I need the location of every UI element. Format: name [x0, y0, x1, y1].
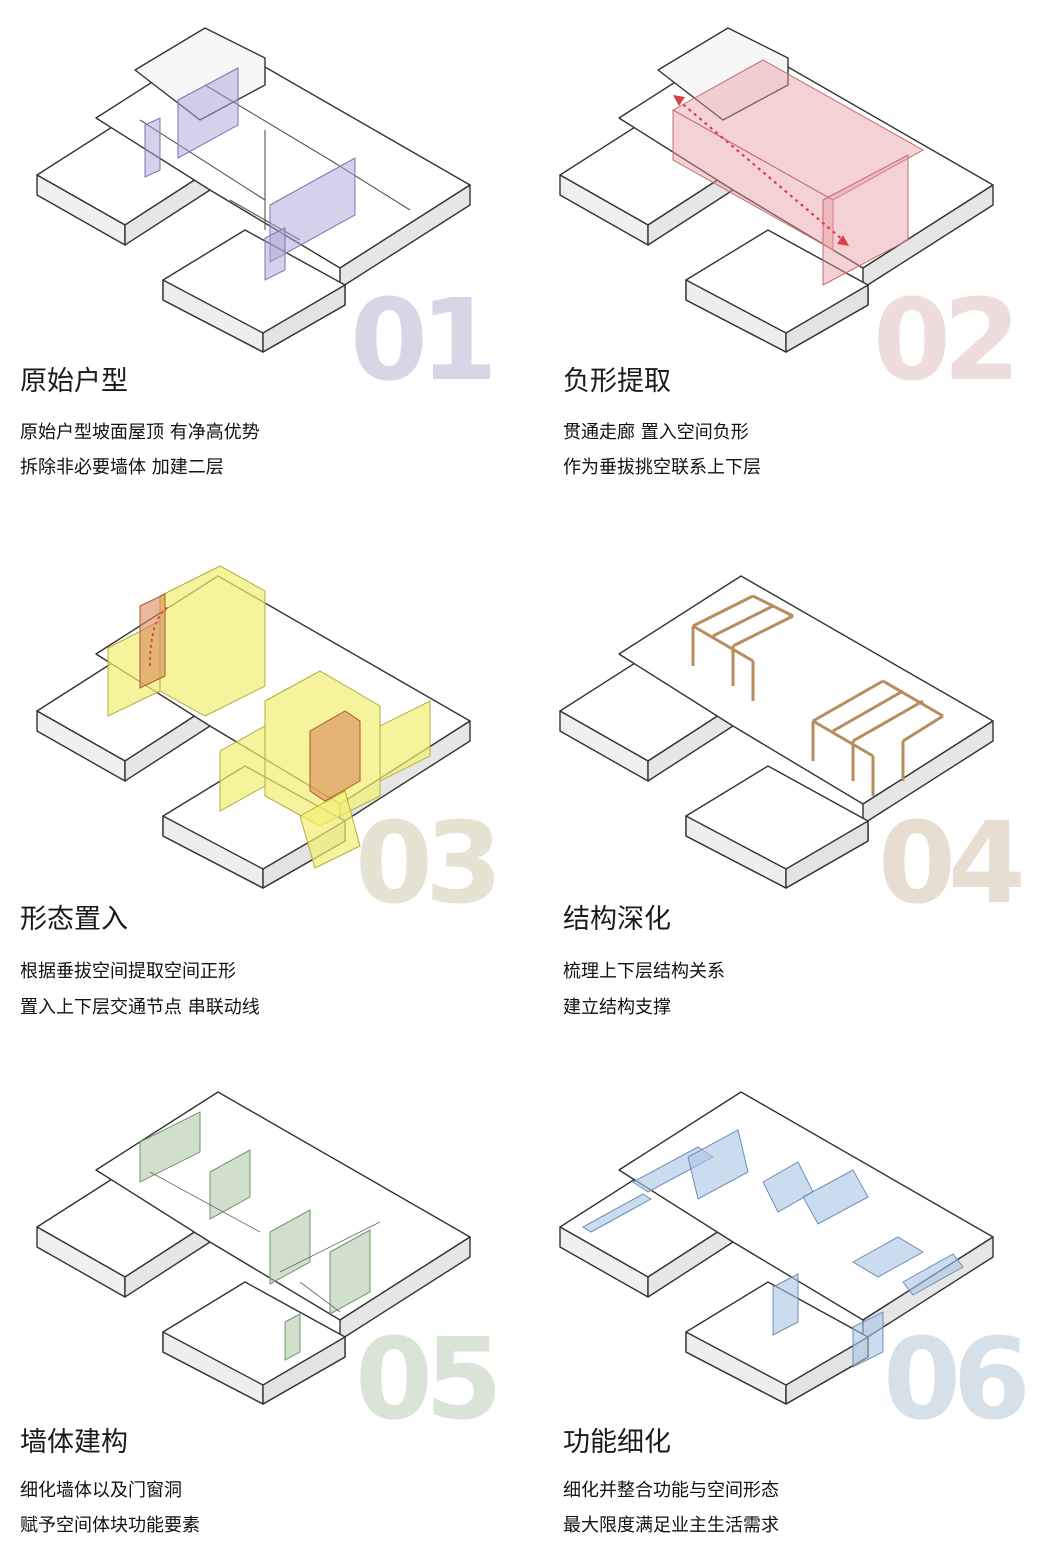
model-shell — [559, 27, 994, 353]
step-panel-02: 02 负形提取 贯通走廊 置入空间负形 作为垂拔挑空联系上下层 — [523, 0, 1045, 516]
step-panel-01: 01 原始户型 原始户型坡面屋顶 有净高优势 拆除非必要墙体 加建二层 — [0, 0, 522, 516]
step-title: 形态置入 — [20, 904, 128, 935]
step-panel-03: 03 形态置入 根据垂拔空间提取空间正形 置入上下层交通节点 串联动线 — [0, 516, 522, 1032]
step-number: 05 — [355, 1315, 503, 1445]
wall-openings — [139, 1111, 371, 1361]
step-description-line-1: 细化墙体以及门窗洞 — [20, 1480, 182, 1501]
step-description-line-2: 最大限度满足业主生活需求 — [563, 1515, 779, 1536]
step-panel-04: 04 结构深化 梳理上下层结构关系 建立结构支撑 — [523, 516, 1045, 1032]
structural-frames — [691, 594, 944, 796]
step-number: 06 — [883, 1315, 1031, 1445]
axonometric-model — [559, 27, 994, 353]
step-description-line-2: 建立结构支撑 — [563, 997, 671, 1018]
step-description-line-1: 原始户型坡面屋顶 有净高优势 — [20, 422, 260, 443]
step-number: 01 — [350, 276, 498, 406]
step-number: 03 — [355, 799, 503, 929]
step-title: 结构深化 — [563, 904, 671, 935]
step-description-line-2: 赋予空间体块功能要素 — [20, 1515, 200, 1536]
furniture-volumes — [582, 1129, 964, 1368]
axonometric-model — [559, 575, 994, 889]
step-description-line-1: 贯通走廊 置入空间负形 — [563, 422, 749, 443]
step-description-line-1: 细化并整合功能与空间形态 — [563, 1480, 779, 1501]
step-panel-05: 05 墙体建构 细化墙体以及门窗洞 赋予空间体块功能要素 — [0, 1032, 522, 1548]
step-title: 原始户型 — [20, 366, 128, 397]
step-description-line-1: 根据垂拔空间提取空间正形 — [20, 961, 236, 982]
model-shell — [559, 575, 994, 889]
detail-lines — [149, 1171, 381, 1313]
negative-space-volumes — [671, 59, 925, 286]
step-number: 02 — [873, 276, 1021, 406]
corridor-arrow — [673, 95, 849, 246]
step-description-line-2: 置入上下层交通节点 串联动线 — [20, 997, 260, 1018]
step-description-line-1: 梳理上下层结构关系 — [563, 961, 725, 982]
axonometric-model — [36, 1091, 471, 1405]
axonometric-model — [36, 27, 471, 353]
axonometric-model — [36, 565, 471, 889]
circulation-arrow — [149, 605, 171, 667]
step-panel-06: 06 功能细化 细化并整合功能与空间形态 最大限度满足业主生活需求 — [523, 1032, 1045, 1548]
step-title: 负形提取 — [563, 366, 671, 397]
step-number: 04 — [878, 799, 1026, 929]
highlight-volumes — [144, 67, 356, 281]
step-title: 功能细化 — [563, 1427, 671, 1458]
step-title: 墙体建构 — [20, 1427, 128, 1458]
step-description-line-2: 作为垂拔挑空联系上下层 — [563, 457, 761, 478]
axonometric-model — [559, 1091, 994, 1405]
step-description-line-2: 拆除非必要墙体 加建二层 — [20, 457, 224, 478]
